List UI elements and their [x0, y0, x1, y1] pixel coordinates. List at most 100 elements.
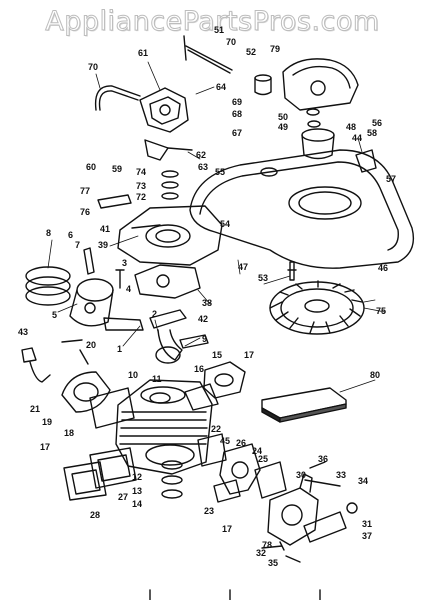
callout: 30 — [296, 470, 306, 480]
callout: 6 — [68, 230, 73, 240]
washer-72-drawing — [161, 192, 179, 200]
callout: 52 — [246, 47, 256, 57]
callout: 70 — [226, 37, 236, 47]
callout: 8 — [46, 228, 51, 238]
gasket-19-drawing — [61, 371, 111, 413]
fuel-pickup-drawing — [21, 339, 83, 383]
spark-plug-drawing — [287, 261, 297, 281]
callout: 28 — [90, 510, 100, 520]
callout: 48 — [346, 122, 356, 132]
callout: 1 — [117, 344, 122, 354]
gasket-28-drawing — [63, 461, 107, 501]
rod-33-drawing — [304, 479, 341, 487]
pin-20-drawing — [79, 349, 89, 365]
callout: 31 — [362, 519, 372, 529]
watermark: AppliancePartsPros.com — [45, 6, 380, 38]
callout: 55 — [215, 167, 225, 177]
callout: 14 — [132, 499, 142, 509]
callout: 10 — [128, 370, 138, 380]
reed-valve-drawing — [219, 443, 261, 495]
callout: 25 — [258, 454, 268, 464]
seal-12-drawing — [161, 460, 183, 470]
callout: 67 — [232, 128, 242, 138]
callout: 64 — [216, 82, 226, 92]
callout: 53 — [258, 273, 268, 283]
plate-38-drawing — [134, 264, 201, 299]
gasket-27-drawing — [89, 447, 137, 489]
callout: 61 — [138, 48, 148, 58]
callout: 35 — [268, 558, 278, 568]
carburetor-bracket-drawing — [139, 87, 189, 133]
carburetor-drawing — [267, 473, 319, 546]
intake-manifold-drawing — [203, 361, 246, 399]
callout: 59 — [112, 164, 122, 174]
blower-housing-drawing — [189, 149, 415, 269]
callout: 78 — [262, 540, 272, 550]
callout: 47 — [238, 262, 248, 272]
callout: 23 — [204, 506, 214, 516]
decal-80-drawing — [261, 387, 347, 423]
control-lever-drawing — [183, 35, 233, 74]
ring-13-drawing — [161, 475, 183, 485]
gasket-25-drawing — [254, 461, 287, 499]
frame-marks — [149, 589, 321, 600]
callout: 69 — [232, 97, 242, 107]
callout: 16 — [194, 364, 204, 374]
callout: 7 — [75, 240, 80, 250]
callout: 56 — [372, 118, 382, 128]
callout: 13 — [132, 486, 142, 496]
callout: 63 — [198, 162, 208, 172]
callout: 58 — [367, 128, 377, 138]
callout: 17 — [222, 524, 232, 534]
callout: 79 — [270, 44, 280, 54]
piston-rings-drawing — [25, 266, 71, 306]
callout: 3 — [122, 258, 127, 268]
callout: 70 — [88, 62, 98, 72]
callout: 33 — [336, 470, 346, 480]
piston-drawing — [69, 278, 114, 327]
reed-22-drawing — [197, 433, 227, 467]
callout: 2 — [152, 309, 157, 319]
callout: 68 — [232, 109, 242, 119]
callout: 39 — [98, 240, 108, 250]
callout: 80 — [370, 370, 380, 380]
starter-handle-drawing — [94, 85, 141, 111]
callout: 24 — [252, 446, 262, 456]
callout: 21 — [30, 404, 40, 414]
callout: 44 — [352, 133, 362, 143]
callout: 76 — [80, 207, 90, 217]
starter-cup-drawing — [301, 128, 335, 160]
seal-11-drawing — [149, 392, 171, 404]
ring-14-drawing — [161, 489, 183, 499]
callout: 22 — [211, 424, 221, 434]
bracket-31-drawing — [303, 511, 347, 543]
callout: 12 — [132, 472, 142, 482]
callout: 43 — [18, 327, 28, 337]
callout: 5 — [52, 310, 57, 320]
crankshaft-drawing — [103, 309, 209, 364]
leader-lines — [47, 61, 386, 393]
callout: 51 — [214, 25, 224, 35]
callout: 77 — [80, 186, 90, 196]
callout: 38 — [202, 298, 212, 308]
callout: 9 — [202, 334, 207, 344]
piston-pin-drawing — [83, 247, 95, 275]
pin-41-drawing — [131, 224, 161, 229]
plate-76-drawing — [97, 194, 132, 209]
flywheel-drawing — [269, 280, 365, 335]
gasket-23-drawing — [213, 479, 241, 503]
callout: 20 — [86, 340, 96, 350]
callout: 46 — [378, 263, 388, 273]
callout: 49 — [278, 122, 288, 132]
washer-73-drawing — [161, 181, 179, 189]
spring-36-drawing — [309, 461, 326, 469]
callout: 27 — [118, 492, 128, 502]
screw-3-drawing — [115, 269, 125, 289]
lever-62-drawing — [144, 139, 193, 161]
callout: 74 — [136, 167, 146, 177]
callout: 32 — [256, 548, 266, 558]
callout: 19 — [42, 417, 52, 427]
callout: 17 — [40, 442, 50, 452]
